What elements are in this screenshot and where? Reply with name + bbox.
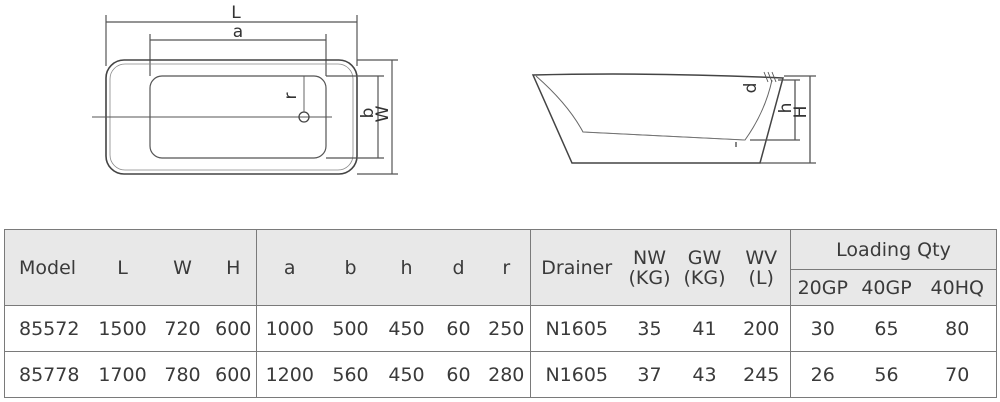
cell-wv: 200 (732, 305, 791, 352)
cell-W: 780 (154, 351, 211, 398)
cell-model: 85572 (4, 305, 91, 352)
cell-drainer: N1605 (530, 351, 623, 398)
header-h: h (378, 229, 435, 306)
header-nw: NW (KG) (622, 229, 677, 306)
header-nw-line1: NW (633, 246, 666, 269)
header-40hq: 40HQ (918, 269, 998, 306)
header-a: a (256, 229, 323, 306)
header-L: L (90, 229, 155, 306)
top-view-labels: L a r b W (231, 3, 393, 122)
cell-model: 85778 (4, 351, 91, 398)
header-gw-line2: (KG) (683, 266, 726, 289)
header-loading-qty: Loading Qty (789, 229, 998, 270)
tub-side-inner-profile (535, 75, 773, 141)
cell-a: 1200 (256, 351, 323, 398)
label-L: L (231, 3, 241, 23)
table-row: 85572 1500 720 600 1000 500 450 60 250 N… (4, 305, 998, 352)
header-20gp: 20GP (790, 269, 855, 306)
header-r: r (482, 229, 531, 306)
cell-d: 60 (434, 305, 483, 352)
label-b: b (358, 108, 378, 119)
cell-b: 500 (322, 305, 379, 352)
cell-40hq: 70 (918, 351, 998, 398)
cell-nw: 35 (622, 305, 677, 352)
header-b: b (322, 229, 379, 306)
cell-40hq: 80 (918, 305, 998, 352)
cell-wv: 245 (732, 351, 791, 398)
label-a: a (233, 22, 243, 42)
tub-side-profile (531, 73, 784, 164)
header-gw: GW (KG) (676, 229, 733, 306)
header-gw-line1: GW (687, 246, 722, 269)
header-drainer: Drainer (530, 229, 623, 306)
cell-d: 60 (434, 351, 483, 398)
label-d: d (741, 83, 761, 94)
header-wv-line1: WV (745, 246, 778, 269)
cell-W: 720 (154, 305, 211, 352)
top-view (92, 15, 398, 175)
cell-L: 1500 (90, 305, 155, 352)
header-nw-line2: (KG) (628, 266, 671, 289)
cell-40gp: 65 (854, 305, 919, 352)
label-H: H (791, 106, 811, 119)
cell-r: 250 (482, 305, 531, 352)
label-h: h (776, 103, 796, 114)
cell-L: 1700 (90, 351, 155, 398)
header-d: d (434, 229, 483, 306)
cell-H: 600 (210, 305, 257, 352)
cell-gw: 41 (676, 305, 733, 352)
cell-gw: 43 (676, 351, 733, 398)
cell-H: 600 (210, 351, 257, 398)
cell-a: 1000 (256, 305, 323, 352)
header-wv-line2: (L) (748, 266, 774, 289)
header-wv: WV (L) (732, 229, 791, 306)
cell-40gp: 56 (854, 351, 919, 398)
cell-20gp: 26 (790, 351, 855, 398)
side-view-labels: d h H (741, 83, 811, 119)
side-view (531, 71, 816, 164)
label-W: W (373, 105, 393, 122)
header-H: H (210, 229, 257, 306)
cell-nw: 37 (622, 351, 677, 398)
label-r: r (281, 93, 301, 100)
spec-table: Model L W H a b h d r Drainer NW (KG) GW… (4, 229, 998, 398)
cell-20gp: 30 (790, 305, 855, 352)
technical-drawings: L a r b W d h H (92, 3, 816, 175)
cell-h: 450 (378, 305, 435, 352)
cell-drainer: N1605 (530, 305, 623, 352)
header-model: Model (4, 229, 91, 306)
cell-r: 280 (482, 351, 531, 398)
header-W: W (154, 229, 211, 306)
table-row: 85778 1700 780 600 1200 560 450 60 280 N… (4, 351, 998, 398)
cell-b: 560 (322, 351, 379, 398)
header-40gp: 40GP (854, 269, 919, 306)
table-header-row: Model L W H a b h d r Drainer NW (KG) GW… (4, 229, 998, 306)
cell-h: 450 (378, 351, 435, 398)
